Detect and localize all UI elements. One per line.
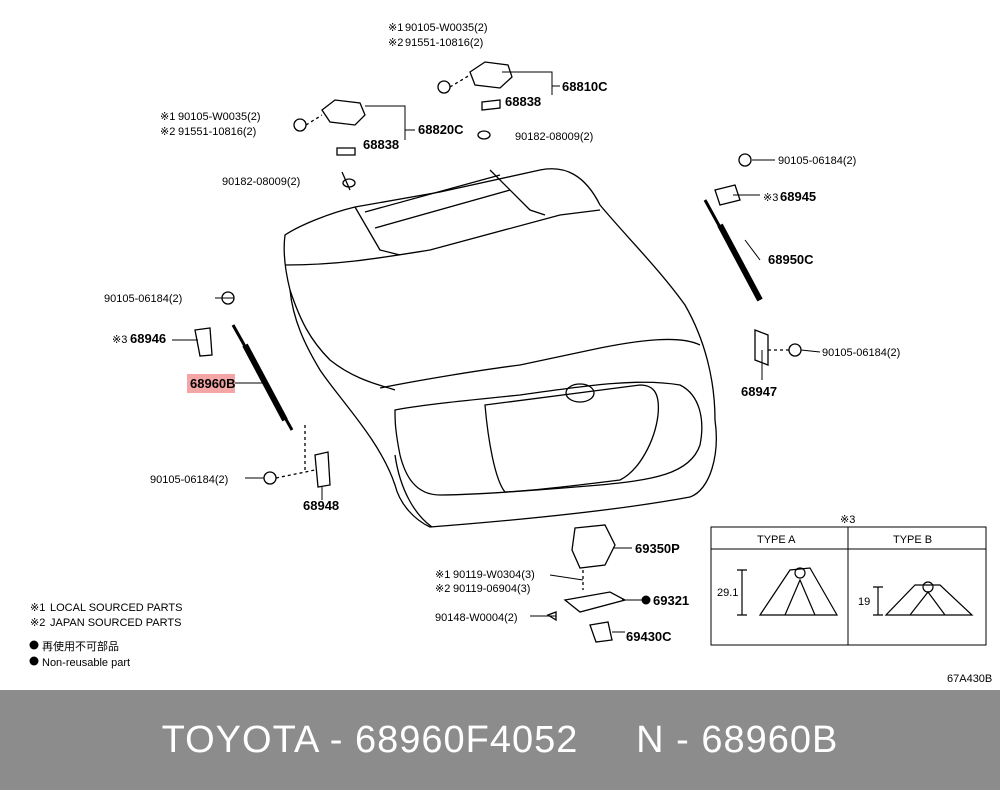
callout-68820c-pn: 68820C (418, 122, 464, 137)
lock-screw1-mark: ※1 (435, 569, 450, 581)
legend-bullet2: Non-reusable part (42, 657, 130, 669)
leader-lines (172, 71, 821, 633)
callout-68820c-clip: 90182-08009(2) (222, 176, 300, 188)
callout-68810c-note1: 90105-W0035(2) (405, 22, 488, 34)
diagram-code: 67A430B (947, 673, 992, 685)
footer-text: TOYOTA - 68960F4052 N - 68960B (161, 718, 839, 761)
right-bracket-mark: ※3 (763, 192, 778, 204)
dim-b: 19 (858, 596, 870, 608)
legend-bullet1: 再使用不可部品 (42, 639, 119, 653)
legend-bullet2-icon (29, 656, 39, 666)
legend-mark1: ※1 (30, 602, 45, 614)
left-bolt-bottom: 90105-06184(2) (150, 474, 228, 486)
lock-screw1: 90119-W0304(3) (453, 569, 535, 581)
back-door-outline (283, 168, 717, 528)
lock-pn: 69350P (635, 541, 680, 556)
lock-striker: 69430C (626, 629, 672, 644)
legend: ※1 LOCAL SOURCED PARTS ※2 JAPAN SOURCED … (29, 602, 182, 669)
right-bolt-top: 90105-06184(2) (778, 155, 856, 167)
callout-68810c-note2: 91551-10816(2) (405, 37, 483, 49)
left-bracket-mark: ※3 (112, 334, 127, 346)
callout-68820c-note2: 91551-10816(2) (178, 126, 256, 138)
hinge-68810c (437, 61, 513, 140)
left-bracket: 68946 (130, 331, 166, 346)
right-bracket: 68945 (780, 189, 816, 204)
legend-mark2: ※2 (30, 617, 45, 629)
parts-diagram: ※1 90105-W0035(2) ※2 91551-10816(2) 6881… (29, 22, 992, 685)
right-bracket-bottom: 68947 (741, 384, 777, 399)
lock-screw3: 90148-W0004(2) (435, 612, 518, 624)
left-bracket-bottom: 68948 (303, 498, 339, 513)
lock-cover: 69321 (653, 593, 689, 608)
callout-68810c-clip: 90182-08009(2) (515, 131, 593, 143)
right-bolt-bottom: 90105-06184(2) (822, 347, 900, 359)
callout-68820c-note1-mark: ※1 (160, 111, 175, 123)
strut-68960b (194, 291, 331, 488)
callout-68820c-sub: 68838 (363, 137, 399, 152)
callout-68820c-note2-mark: ※2 (160, 126, 175, 138)
type-b-label: TYPE B (893, 534, 932, 546)
legend-text2: JAPAN SOURCED PARTS (50, 617, 181, 629)
part-number-footer: TOYOTA - 68960F4052 N - 68960B (0, 690, 1000, 790)
non-reusable-bullet-icon (641, 595, 651, 605)
lock-screw2: 90119-06904(3) (453, 583, 530, 595)
lock-screw2-mark: ※2 (435, 583, 450, 595)
hinge-68820c (293, 99, 366, 191)
left-bolt-top: 90105-06184(2) (104, 293, 182, 305)
callout-68820c-note1: 90105-W0035(2) (178, 111, 261, 123)
callout-68810c-pn: 68810C (562, 79, 608, 94)
strut-68950c (703, 153, 802, 366)
right-strut: 68950C (768, 252, 814, 267)
legend-bullet1-icon (29, 640, 39, 650)
type-table-mark: ※3 (840, 514, 855, 526)
type-table: ※3 TYPE A TYPE B 29.1 19 (710, 514, 987, 646)
highlight-68960b (187, 374, 235, 393)
callout-68810c-note1-mark: ※1 (388, 22, 403, 34)
dim-a: 29.1 (717, 587, 738, 599)
lock-assembly (546, 524, 627, 643)
left-strut: 68960B (190, 376, 236, 391)
type-a-label: TYPE A (757, 534, 796, 546)
legend-text1: LOCAL SOURCED PARTS (50, 602, 182, 614)
callout-68810c-sub: 68838 (505, 94, 541, 109)
callout-68810c-note2-mark: ※2 (388, 37, 403, 49)
